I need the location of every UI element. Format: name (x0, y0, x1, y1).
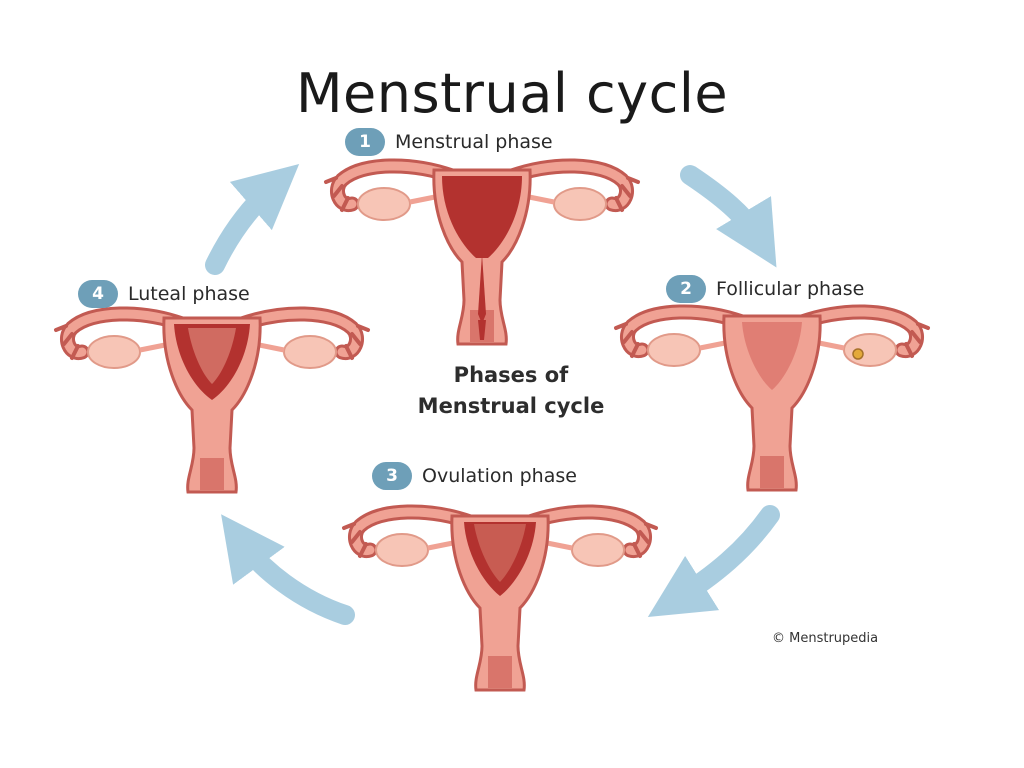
phase-label-text: Luteal phase (128, 283, 250, 305)
diagram-center-title: Phases of Menstrual cycle (366, 360, 656, 422)
phase-number-badge: 3 (372, 462, 412, 490)
phase-number-badge: 4 (78, 280, 118, 308)
phase-label-ovulation: 3 Ovulation phase (372, 462, 577, 490)
cycle-arrow-icon (205, 163, 300, 275)
uterus-icon (344, 512, 656, 690)
slide-title: Menstrual cycle (295, 62, 729, 125)
copyright-credit: © Menstrupedia (772, 631, 879, 646)
phase-label-text: Menstrual phase (395, 131, 553, 153)
cycle-arrow-icon (647, 505, 780, 617)
uterus-icon (616, 312, 928, 490)
phase-label-text: Follicular phase (716, 278, 865, 300)
center-title-line2: Menstrual cycle (417, 394, 605, 418)
phase-label-luteal: 4 Luteal phase (78, 280, 250, 308)
center-title-line1: Phases of (453, 363, 569, 387)
phase-label-menstrual: 1 Menstrual phase (345, 128, 553, 156)
phase-label-text: Ovulation phase (422, 465, 577, 487)
cycle-arrow-icon (221, 514, 355, 625)
uterus-icon (56, 314, 368, 492)
cycle-arrow-icon (680, 165, 777, 268)
phase-number-badge: 2 (666, 275, 706, 303)
phase-number-badge: 1 (345, 128, 385, 156)
uterus-icon (326, 166, 638, 344)
phase-label-follicular: 2 Follicular phase (666, 275, 864, 303)
